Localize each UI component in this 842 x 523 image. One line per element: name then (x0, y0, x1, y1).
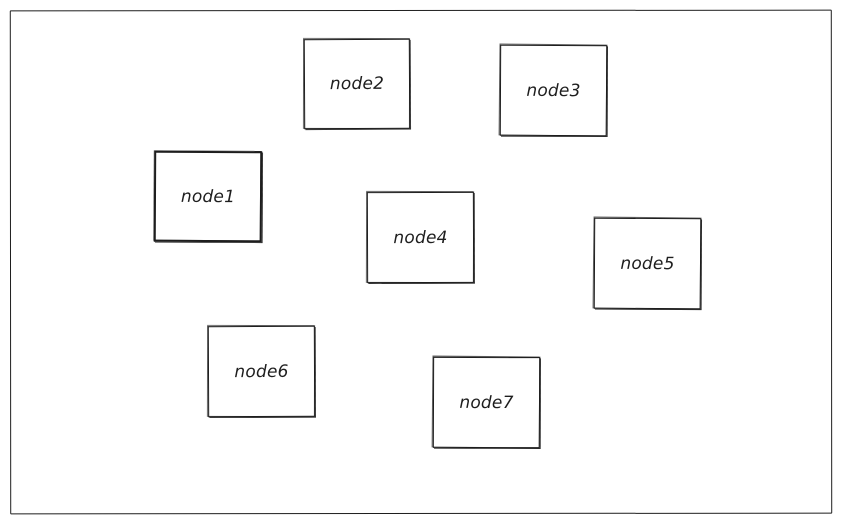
node-box-6[interactable]: node6 (207, 325, 316, 418)
node-box-1[interactable]: node1 (153, 150, 263, 243)
node-label-3: node3 (526, 80, 581, 101)
node-label-6: node6 (234, 361, 289, 382)
node-label-1: node1 (180, 186, 236, 207)
node-label-7: node7 (459, 392, 514, 413)
node-label-4: node4 (393, 227, 448, 248)
node-box-4[interactable]: node4 (366, 191, 475, 284)
node-box-5[interactable]: node5 (593, 217, 702, 310)
node-label-2: node2 (329, 73, 385, 95)
node-box-3[interactable]: node3 (499, 44, 608, 137)
node-box-7[interactable]: node7 (432, 356, 541, 449)
node-label-5: node5 (620, 253, 675, 274)
node-box-2[interactable]: node2 (303, 38, 411, 130)
